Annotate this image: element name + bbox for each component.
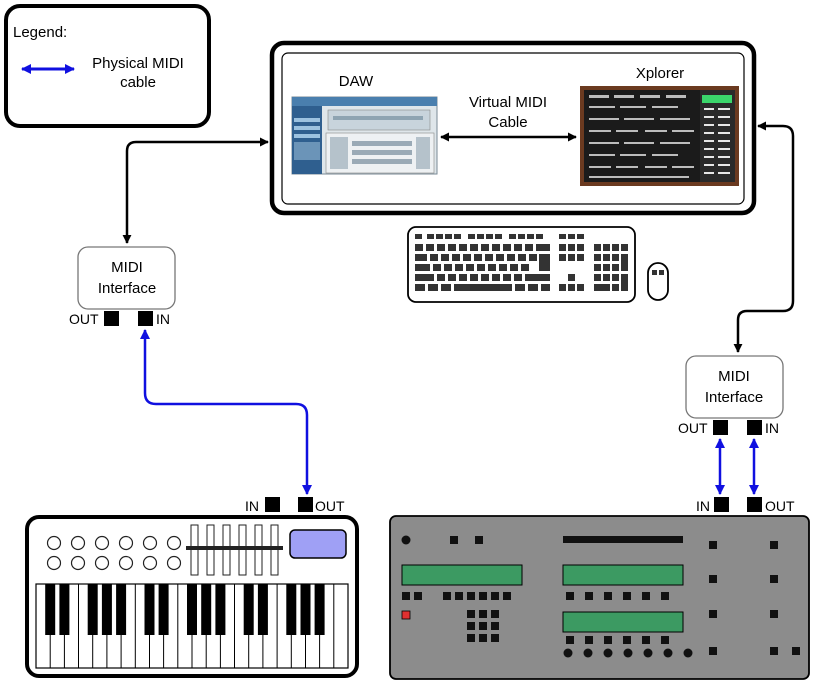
midi-interface-right-in-port (747, 420, 762, 435)
keyboard-controller: IN OUT (25, 497, 359, 678)
usb-cable-left-arrow (122, 137, 269, 244)
physical-midi-cable-keyboard-arrow (140, 329, 312, 495)
xplorer-screenshot (580, 86, 739, 186)
midi-interface-right: MIDI Interface OUT IN (678, 355, 784, 436)
computer-mouse (647, 262, 669, 301)
knob-grid (46, 535, 182, 571)
computer-monitor: DAW Xplorer Virtual MIDI Cable (269, 40, 757, 216)
virtual-cable-label-line1: Virtual MIDI (469, 94, 547, 111)
computer-keyboard (407, 226, 636, 303)
midi-interface-left-label-line2: Interface (98, 280, 156, 297)
midi-interface-left-in-port (138, 311, 153, 326)
legend-box: Legend: Physical MIDI cable (4, 4, 211, 128)
midi-interface-right-label-line1: MIDI (718, 368, 750, 385)
keyboard-controller-in-port (265, 497, 280, 512)
fader-bank (186, 524, 283, 576)
midi-interface-right-in-label: IN (765, 420, 779, 436)
midi-interface-right-out-label: OUT (678, 420, 708, 436)
synth-slot (563, 536, 683, 543)
daw-screenshot (291, 96, 438, 175)
synth-lcd-left (401, 564, 523, 586)
legend-label-line2: cable (120, 74, 156, 91)
synth-module: IN OUT (389, 497, 810, 680)
synth-module-in-port (714, 497, 729, 512)
synth-module-in-label: IN (696, 498, 710, 514)
midi-interface-right-label-line2: Interface (705, 389, 763, 406)
synth-red-led (401, 610, 411, 620)
piano-keyboard (35, 583, 349, 669)
legend-label-line1: Physical MIDI (92, 55, 184, 72)
legend-title: Legend: (13, 24, 67, 41)
keyboard-controller-in-label: IN (245, 498, 259, 514)
midi-interface-left-in-label: IN (156, 311, 170, 327)
xplorer-label: Xplorer (636, 65, 684, 82)
synth-lcd-top (562, 564, 684, 586)
midi-interface-left-label-line1: MIDI (111, 259, 143, 276)
keyboard-controller-out-label: OUT (315, 498, 345, 514)
synth-module-out-port (747, 497, 762, 512)
midi-interface-left-out-label: OUT (69, 311, 99, 327)
midi-interface-right-out-port (713, 420, 728, 435)
midi-interface-left: MIDI Interface OUT IN (69, 246, 176, 327)
daw-label: DAW (339, 73, 374, 90)
synth-lcd-bottom (562, 611, 684, 633)
usb-cable-right-arrow (733, 121, 795, 353)
xy-pad (289, 529, 347, 559)
virtual-cable-label-line2: Cable (488, 114, 527, 131)
synth-module-out-label: OUT (765, 498, 795, 514)
keyboard-controller-out-port (298, 497, 313, 512)
midi-interface-left-out-port (104, 311, 119, 326)
